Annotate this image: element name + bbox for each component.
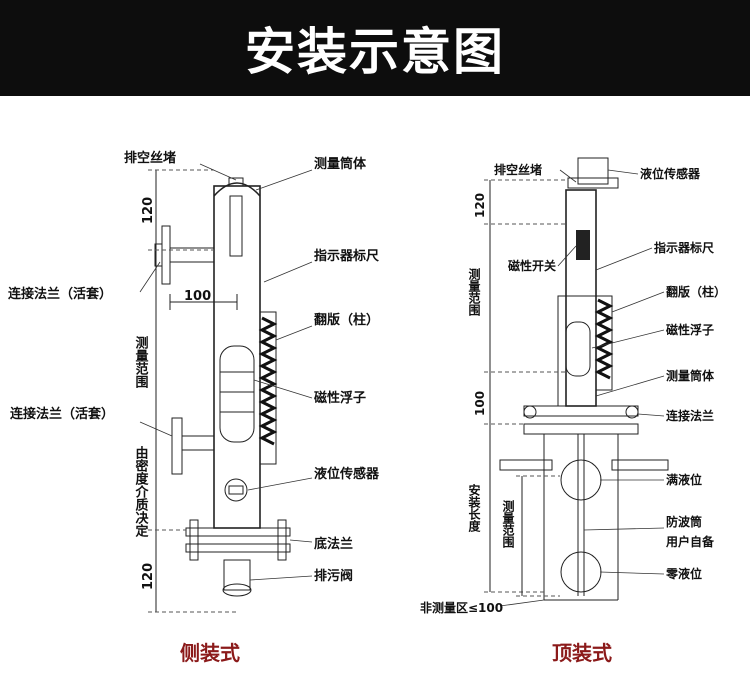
side-body-tube bbox=[213, 185, 261, 529]
top-label-flange: 连接法兰 bbox=[666, 408, 714, 423]
side-label-vent-plug: 排空丝堵 bbox=[124, 150, 176, 166]
side-dim-offset: 100 bbox=[184, 289, 211, 304]
side-label-flap: 翻版（柱） bbox=[314, 312, 379, 328]
top-label-wave-tube-2: 用户自备 bbox=[665, 534, 715, 549]
top-label-vent-plug: 排空丝堵 bbox=[494, 162, 542, 177]
top-dim-top: 120 bbox=[473, 193, 487, 218]
side-dim-bottom: 120 bbox=[141, 563, 156, 590]
top-label-float: 磁性浮子 bbox=[665, 322, 714, 337]
top-label-flap: 翻版（柱） bbox=[666, 284, 726, 299]
side-label-indicator-scale: 指示器标尺 bbox=[314, 248, 379, 264]
side-label-float: 磁性浮子 bbox=[314, 390, 366, 406]
top-label-full-level: 满液位 bbox=[666, 472, 702, 487]
side-label-flange-top: 连接法兰（活套） bbox=[8, 286, 112, 302]
side-dim-density: 由密度介质决定 bbox=[133, 445, 150, 538]
top-label-body-tube: 测量筒体 bbox=[666, 368, 715, 383]
side-caption: 侧装式 bbox=[180, 641, 240, 665]
side-magnetic-float bbox=[219, 345, 255, 443]
top-level-sensor bbox=[577, 157, 609, 185]
page-title: 安装示意图 bbox=[245, 23, 505, 81]
top-flange bbox=[523, 405, 639, 417]
top-magnetic-float bbox=[565, 321, 591, 377]
top-float-zero bbox=[560, 551, 602, 593]
side-label-body-tube: 测量筒体 bbox=[314, 156, 367, 172]
top-dim-non-measure: 非测量区≤100 bbox=[420, 600, 503, 615]
side-vent-plug bbox=[228, 177, 244, 187]
side-bottom-flange bbox=[171, 417, 183, 475]
side-mount-drawing bbox=[139, 163, 313, 613]
top-dim-offset: 100 bbox=[473, 391, 487, 416]
top-mount-drawing bbox=[484, 157, 669, 607]
top-label-indicator-scale: 指示器标尺 bbox=[654, 240, 714, 255]
side-label-sensor: 液位传感器 bbox=[314, 466, 380, 482]
top-caption: 顶装式 bbox=[552, 641, 612, 665]
top-label-zero-level: 零液位 bbox=[665, 566, 702, 581]
top-label-wave-tube-1: 防波筒 bbox=[666, 514, 702, 529]
title-banner: 安装示意图 bbox=[0, 0, 750, 96]
side-drain-valve bbox=[223, 559, 251, 591]
side-level-sensor bbox=[224, 478, 248, 502]
top-label-sensor: 液位传感器 bbox=[640, 166, 701, 181]
side-dim-range: 测量范围 bbox=[133, 335, 149, 389]
top-float-full bbox=[560, 459, 602, 501]
top-dim-range: 测量范围 bbox=[467, 267, 481, 317]
side-label-base-flange: 底法兰 bbox=[314, 536, 353, 552]
side-label-flange-bottom: 连接法兰（活套） bbox=[10, 406, 114, 422]
side-label-drain-valve: 排污阀 bbox=[314, 568, 353, 584]
top-indicator-column bbox=[565, 189, 597, 407]
top-dim-install-length: 安装长度 bbox=[467, 483, 481, 533]
side-base-flange bbox=[185, 527, 291, 537]
side-indicator-strip bbox=[259, 311, 277, 465]
top-dim-inner-range: 测量范围 bbox=[501, 499, 515, 549]
side-top-flange bbox=[161, 225, 171, 285]
top-magnetic-switch bbox=[576, 230, 590, 260]
top-label-magnetic-switch: 磁性开关 bbox=[507, 258, 556, 273]
side-dim-top: 120 bbox=[141, 197, 156, 224]
